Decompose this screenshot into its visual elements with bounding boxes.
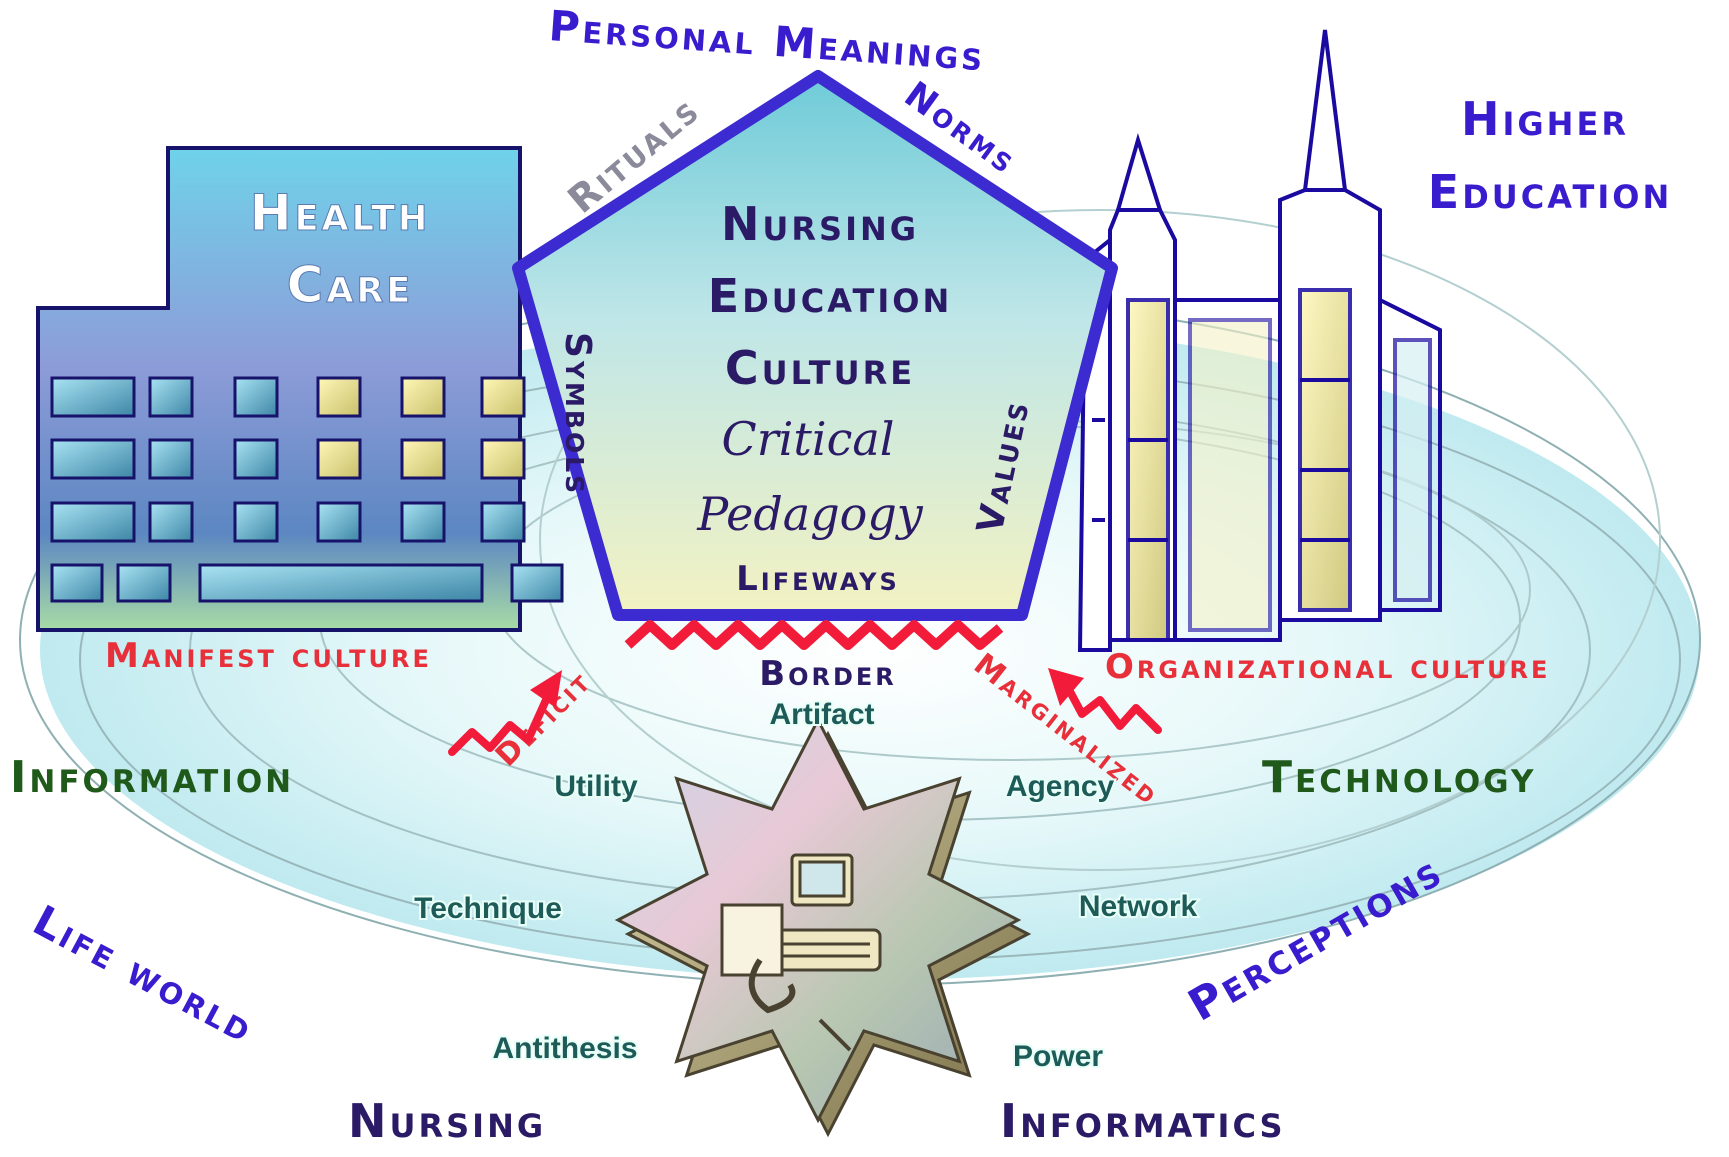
artifact-node: Artifact xyxy=(769,698,874,731)
hospital-window xyxy=(316,501,362,543)
informatics-label: Informatics xyxy=(1000,1094,1286,1148)
hospital-windows xyxy=(50,376,564,603)
agency-node: Agency xyxy=(1006,770,1115,803)
hospital-window xyxy=(233,438,279,480)
border-zigzag xyxy=(624,620,1004,650)
hospital-window xyxy=(50,563,104,603)
life-world-label: Life world xyxy=(25,896,263,1054)
personal-meanings-label: Personal Meanings xyxy=(547,1,987,80)
hospital-window xyxy=(116,563,172,603)
information-label: Information xyxy=(10,752,294,803)
hospital-window xyxy=(50,438,136,480)
hospital-window xyxy=(50,376,136,418)
hospital-window xyxy=(198,563,484,603)
hospital-window xyxy=(316,376,362,418)
pentagon-title-2: Education xyxy=(708,269,952,323)
nursing-label: Nursing xyxy=(348,1094,546,1148)
pentagon-script-1: Critical xyxy=(722,412,895,466)
technology-label: Technology xyxy=(1262,752,1536,803)
hospital-window xyxy=(480,438,526,480)
hospital-window xyxy=(148,501,194,543)
arrow-icon xyxy=(448,668,1162,756)
informatics-star xyxy=(614,716,1032,1138)
network-node: Network xyxy=(1079,890,1198,923)
organizational-culture-label: Organizational culture xyxy=(1105,647,1550,687)
hospital-window xyxy=(480,376,526,418)
technique-node: Technique xyxy=(414,892,562,925)
higher-education-label-2: Education xyxy=(1428,165,1672,219)
nursing-education-pentagon: Nursing Education Culture Critical Pedag… xyxy=(512,70,1118,621)
hospital-window xyxy=(400,501,446,543)
power-node: Power xyxy=(1013,1040,1103,1073)
pentagon-bottom-label: Lifeways xyxy=(736,559,900,599)
pentagon-title-3: Culture xyxy=(725,341,915,395)
pentagon-script-2: Pedagogy xyxy=(696,487,924,541)
cathedral-tower-icon xyxy=(1077,29,1442,652)
computer-phone-icon xyxy=(720,853,882,1052)
symbols-label: Symbols xyxy=(557,332,598,496)
pentagon-title-1: Nursing xyxy=(721,197,919,251)
manifest-culture-label: Manifest culture xyxy=(105,636,432,676)
hospital-window xyxy=(50,501,136,543)
hospital-window xyxy=(400,376,446,418)
hospital-window xyxy=(480,501,526,543)
health-care-label-2: Care xyxy=(287,256,414,314)
higher-education-label-1: Higher xyxy=(1461,92,1629,146)
hospital-window xyxy=(148,438,194,480)
health-care-building: Health Care xyxy=(36,146,564,632)
hospital-window xyxy=(233,376,279,418)
hospital-window xyxy=(233,501,279,543)
border-label: Border xyxy=(759,654,897,694)
antithesis-node: Antithesis xyxy=(492,1032,637,1065)
utility-node: Utility xyxy=(554,770,638,803)
hospital-window xyxy=(400,438,446,480)
hospital-window xyxy=(510,563,564,603)
hospital-window xyxy=(148,376,194,418)
hospital-window xyxy=(316,438,362,480)
health-care-label-1: Health xyxy=(250,184,431,242)
higher-education-building xyxy=(1077,29,1442,652)
